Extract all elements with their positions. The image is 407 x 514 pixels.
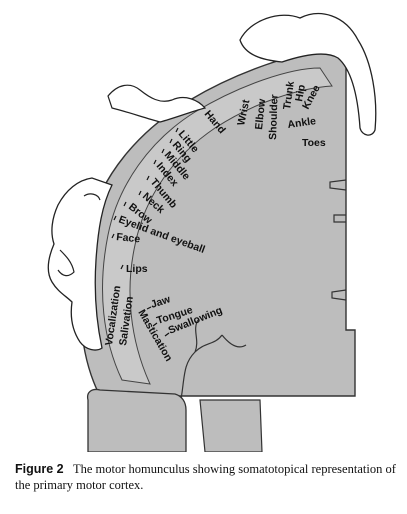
leader-marks [111, 127, 179, 337]
label-wrist: Wrist [235, 98, 252, 126]
caption-label: Figure 2 [15, 462, 64, 476]
label-toes: Toes [302, 137, 326, 149]
temporal-lobe [86, 388, 187, 453]
label-lips: Lips [126, 263, 148, 275]
sulcus-right-1 [329, 179, 347, 191]
caption-text: The motor homunculus showing somatotopic… [15, 462, 396, 492]
label-hip: Hip [293, 84, 308, 103]
homunculus-eye [83, 193, 101, 201]
label-ankle: Ankle [287, 115, 317, 131]
sulcus-right-3 [331, 289, 347, 301]
figure-caption: Figure 2 The motor homunculus showing so… [15, 461, 397, 493]
label-face: Face [116, 231, 141, 245]
homunculus-diagram: Toes Ankle Knee Hip Trunk Shoulder Elbow… [47, 13, 377, 453]
label-trunk: Trunk [281, 80, 297, 110]
cortex-inner [102, 67, 333, 385]
sulcus-right-2 [333, 214, 346, 223]
homunculus-arm [107, 84, 207, 123]
homunculus-figure: Toes Ankle Knee Hip Trunk Shoulder Elbow… [47, 13, 377, 453]
homunculus-mouth [57, 249, 75, 277]
label-elbow: Elbow [253, 97, 268, 130]
sulcus-branch [179, 319, 247, 406]
label-shoulder: Shoulder [267, 94, 281, 140]
homunculus-legs [239, 13, 377, 136]
homunculus-face [47, 177, 113, 351]
brainstem [199, 399, 263, 453]
